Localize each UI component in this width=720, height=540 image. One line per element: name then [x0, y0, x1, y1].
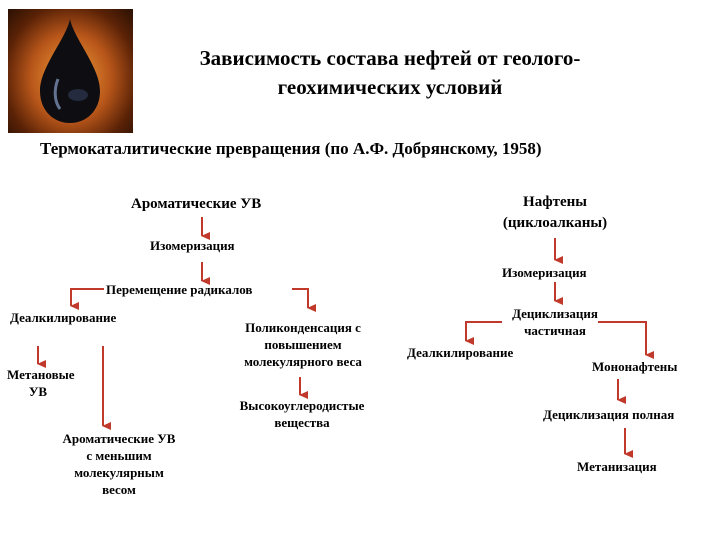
node-high-carbon-substances: Высокоуглеродистые вещества — [222, 397, 382, 431]
poly-line-1: Поликонденсация с — [245, 320, 361, 335]
methane-line-2: УВ — [28, 384, 48, 399]
naphthenes-line-2: (циклоалканы) — [502, 215, 608, 231]
node-mononaphthenes: Мононафтены — [592, 359, 678, 374]
node-dealkylation-left: Деалкилирование — [10, 310, 117, 325]
node-naphthenes: Нафтены (циклоалканы) — [480, 192, 630, 234]
node-methane-hydrocarbons: Метановые УВ — [7, 366, 75, 400]
oil-drop-logo — [8, 9, 133, 133]
node-dealkylation-right: Деалкилирование — [407, 345, 514, 360]
highcarbon-line-1: Высокоуглеродистые — [239, 398, 365, 413]
node-aromatic-hydrocarbons: Ароматические УВ — [131, 196, 262, 212]
highcarbon-line-2: вещества — [274, 415, 330, 430]
page-title: Зависимость состава нефтей от геолого- г… — [150, 44, 630, 102]
node-aromatic-lighter: Ароматические УВ с меньшим молекулярным … — [44, 430, 194, 498]
node-isomerization-left: Изомеризация — [150, 238, 235, 253]
subtitle: Термокаталитические превращения (по А.Ф.… — [40, 139, 542, 158]
aromatic-light-line-1: Ароматические УВ — [62, 431, 176, 446]
aromatic-light-line-4: весом — [102, 482, 136, 497]
decyc-partial-line-2: частичная — [524, 323, 586, 338]
node-methanization: Метанизация — [577, 459, 657, 474]
arrow-radicals-to-dealkylation — [70, 288, 104, 310]
aromatic-light-line-2: с меньшим — [86, 448, 152, 463]
node-polycondensation: Поликонденсация с повышением молекулярно… — [223, 319, 383, 370]
title-line-2: геохимических условий — [277, 75, 503, 99]
methane-line-1: Метановые — [7, 367, 75, 382]
node-decyclization-partial: Дециклизация частичная — [495, 305, 615, 339]
node-isomerization-right: Изомеризация — [502, 265, 587, 280]
poly-line-2: повышением — [264, 337, 342, 352]
arrow-radicals-to-polycondensation — [292, 288, 316, 312]
title-line-1: Зависимость состава нефтей от геолого- — [199, 46, 581, 70]
arrow-decyclization-to-dealkylation — [465, 321, 502, 345]
node-decyclization-full: Дециклизация полная — [543, 407, 675, 422]
node-radical-shift: Перемещение радикалов — [106, 282, 253, 297]
poly-line-3: молекулярного веса — [244, 354, 362, 369]
aromatic-light-line-3: молекулярным — [74, 465, 164, 480]
arrow-decyclization-to-mononaphthenes — [598, 321, 654, 359]
decyc-partial-line-1: Дециклизация — [512, 306, 598, 321]
naphthenes-line-1: Нафтены — [523, 194, 587, 210]
